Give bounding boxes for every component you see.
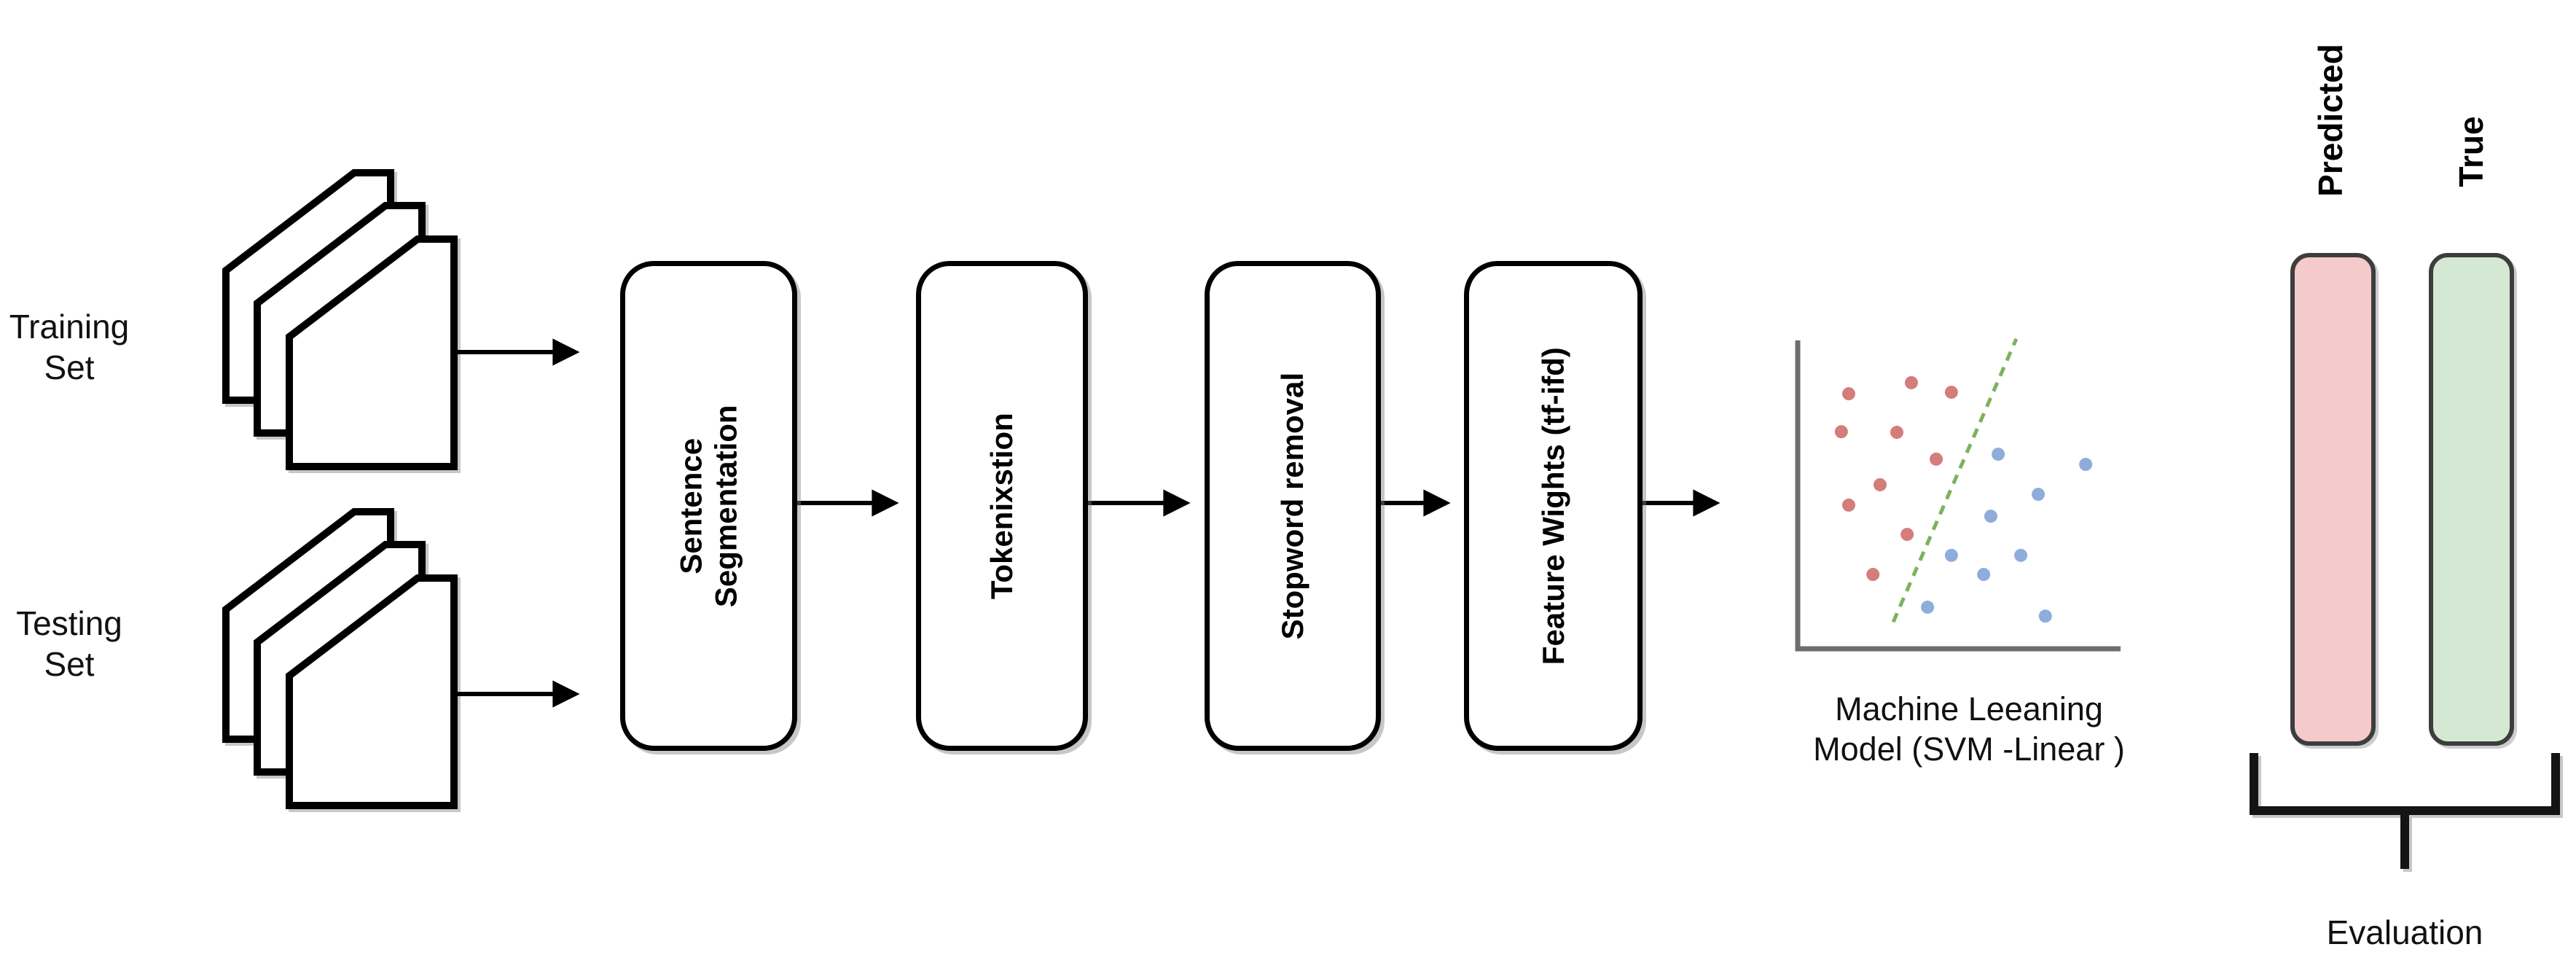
- scatter-point-class-red: [1890, 426, 1904, 440]
- scatter-point-class-blue: [1944, 548, 1958, 562]
- scatter-point-class-red: [1930, 452, 1943, 466]
- scatter-point-class-red: [1866, 568, 1880, 582]
- scatter-point-class-blue: [2014, 548, 2028, 562]
- pipeline-step-tokenization: Tokenixstion: [916, 261, 1088, 751]
- evaluation-bracket: [2250, 753, 2560, 869]
- documents-stack-icon: [222, 508, 458, 809]
- predicted-label: Predicted: [2311, 44, 2349, 197]
- scatter-point-class-red: [1834, 425, 1848, 439]
- scatter-point-class-blue: [2038, 609, 2052, 623]
- true-label: True: [2452, 116, 2490, 187]
- scatter-point-class-blue: [2079, 458, 2093, 472]
- pipeline-step-label: Feature Wights (tf-ifd): [1535, 347, 1570, 665]
- evaluation-label: Evaluation: [2326, 913, 2483, 951]
- predicted-bar: [2290, 253, 2376, 746]
- pipeline-step-label: Sentence Segmentation: [673, 405, 743, 607]
- svm-scatter-plot: [1795, 338, 2121, 652]
- plot-axes: [1795, 340, 2121, 652]
- pipeline-step-feature-weights: Feature Wights (tf-ifd): [1464, 261, 1643, 751]
- scatter-point-class-red: [1841, 498, 1855, 512]
- scatter-point-class-blue: [1921, 600, 1935, 614]
- pipeline-step-label: Tokenixstion: [984, 413, 1019, 599]
- scatter-point-class-blue: [1984, 510, 1997, 523]
- pipeline-step-stopword-removal: Stopword removal: [1205, 261, 1381, 751]
- scatter-point-class-blue: [1992, 448, 2005, 461]
- scatter-point-class-red: [1873, 477, 1887, 491]
- scatter-point-class-red: [1944, 386, 1958, 399]
- model-caption: Machine Leeaning Model (SVM -Linear ): [1813, 690, 2125, 768]
- scatter-point-class-blue: [2032, 488, 2045, 502]
- svm-decision-boundary: [1891, 338, 2019, 623]
- scatter-point-class-red: [1900, 528, 1914, 542]
- scatter-point-class-red: [1841, 387, 1855, 401]
- scatter-point-class-blue: [1977, 568, 1991, 582]
- pipeline-step-label: Stopword removal: [1275, 372, 1309, 640]
- scatter-point-class-red: [1904, 375, 1918, 389]
- documents-stack-icon: [222, 169, 458, 470]
- flow-arrows: [454, 338, 1720, 708]
- true-bar: [2429, 253, 2514, 746]
- training-set-label: Training Set: [9, 308, 130, 387]
- testing-set-label: Testing Set: [16, 604, 122, 684]
- pipeline-step-sentence-segmentation: Sentence Segmentation: [620, 261, 797, 751]
